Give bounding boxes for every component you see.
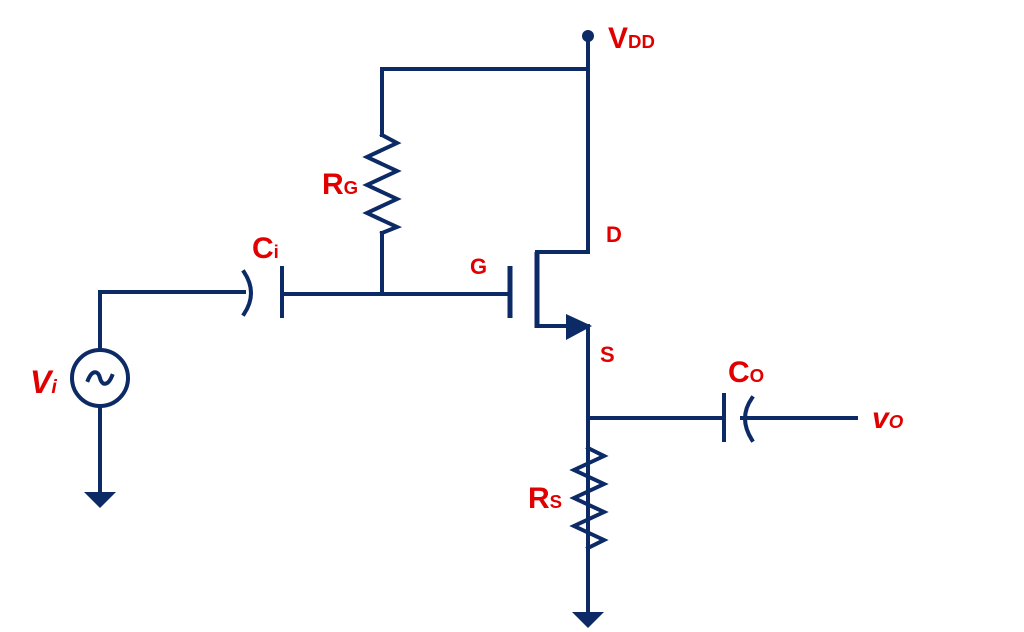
gate-label: G (470, 254, 488, 279)
vi-label: Vi (30, 364, 57, 400)
vdd-label: VDD (608, 22, 655, 55)
ac-source-icon (70, 348, 130, 408)
ci-capacitor-icon (241, 266, 284, 318)
ci-label: Ci (252, 232, 279, 265)
rs-label: RS (528, 482, 563, 515)
vo-label: vO (872, 402, 904, 435)
n-channel-mosfet-icon (507, 250, 592, 550)
source-label: S (600, 342, 615, 367)
rs-resistor-icon (569, 445, 609, 551)
rg-resistor-icon (362, 67, 403, 296)
ground-icon-input (84, 492, 116, 508)
ground-icon-source (572, 612, 604, 628)
rg-label: RG (322, 168, 359, 201)
co-label: CO (728, 356, 765, 389)
drain-label: D (606, 222, 622, 247)
